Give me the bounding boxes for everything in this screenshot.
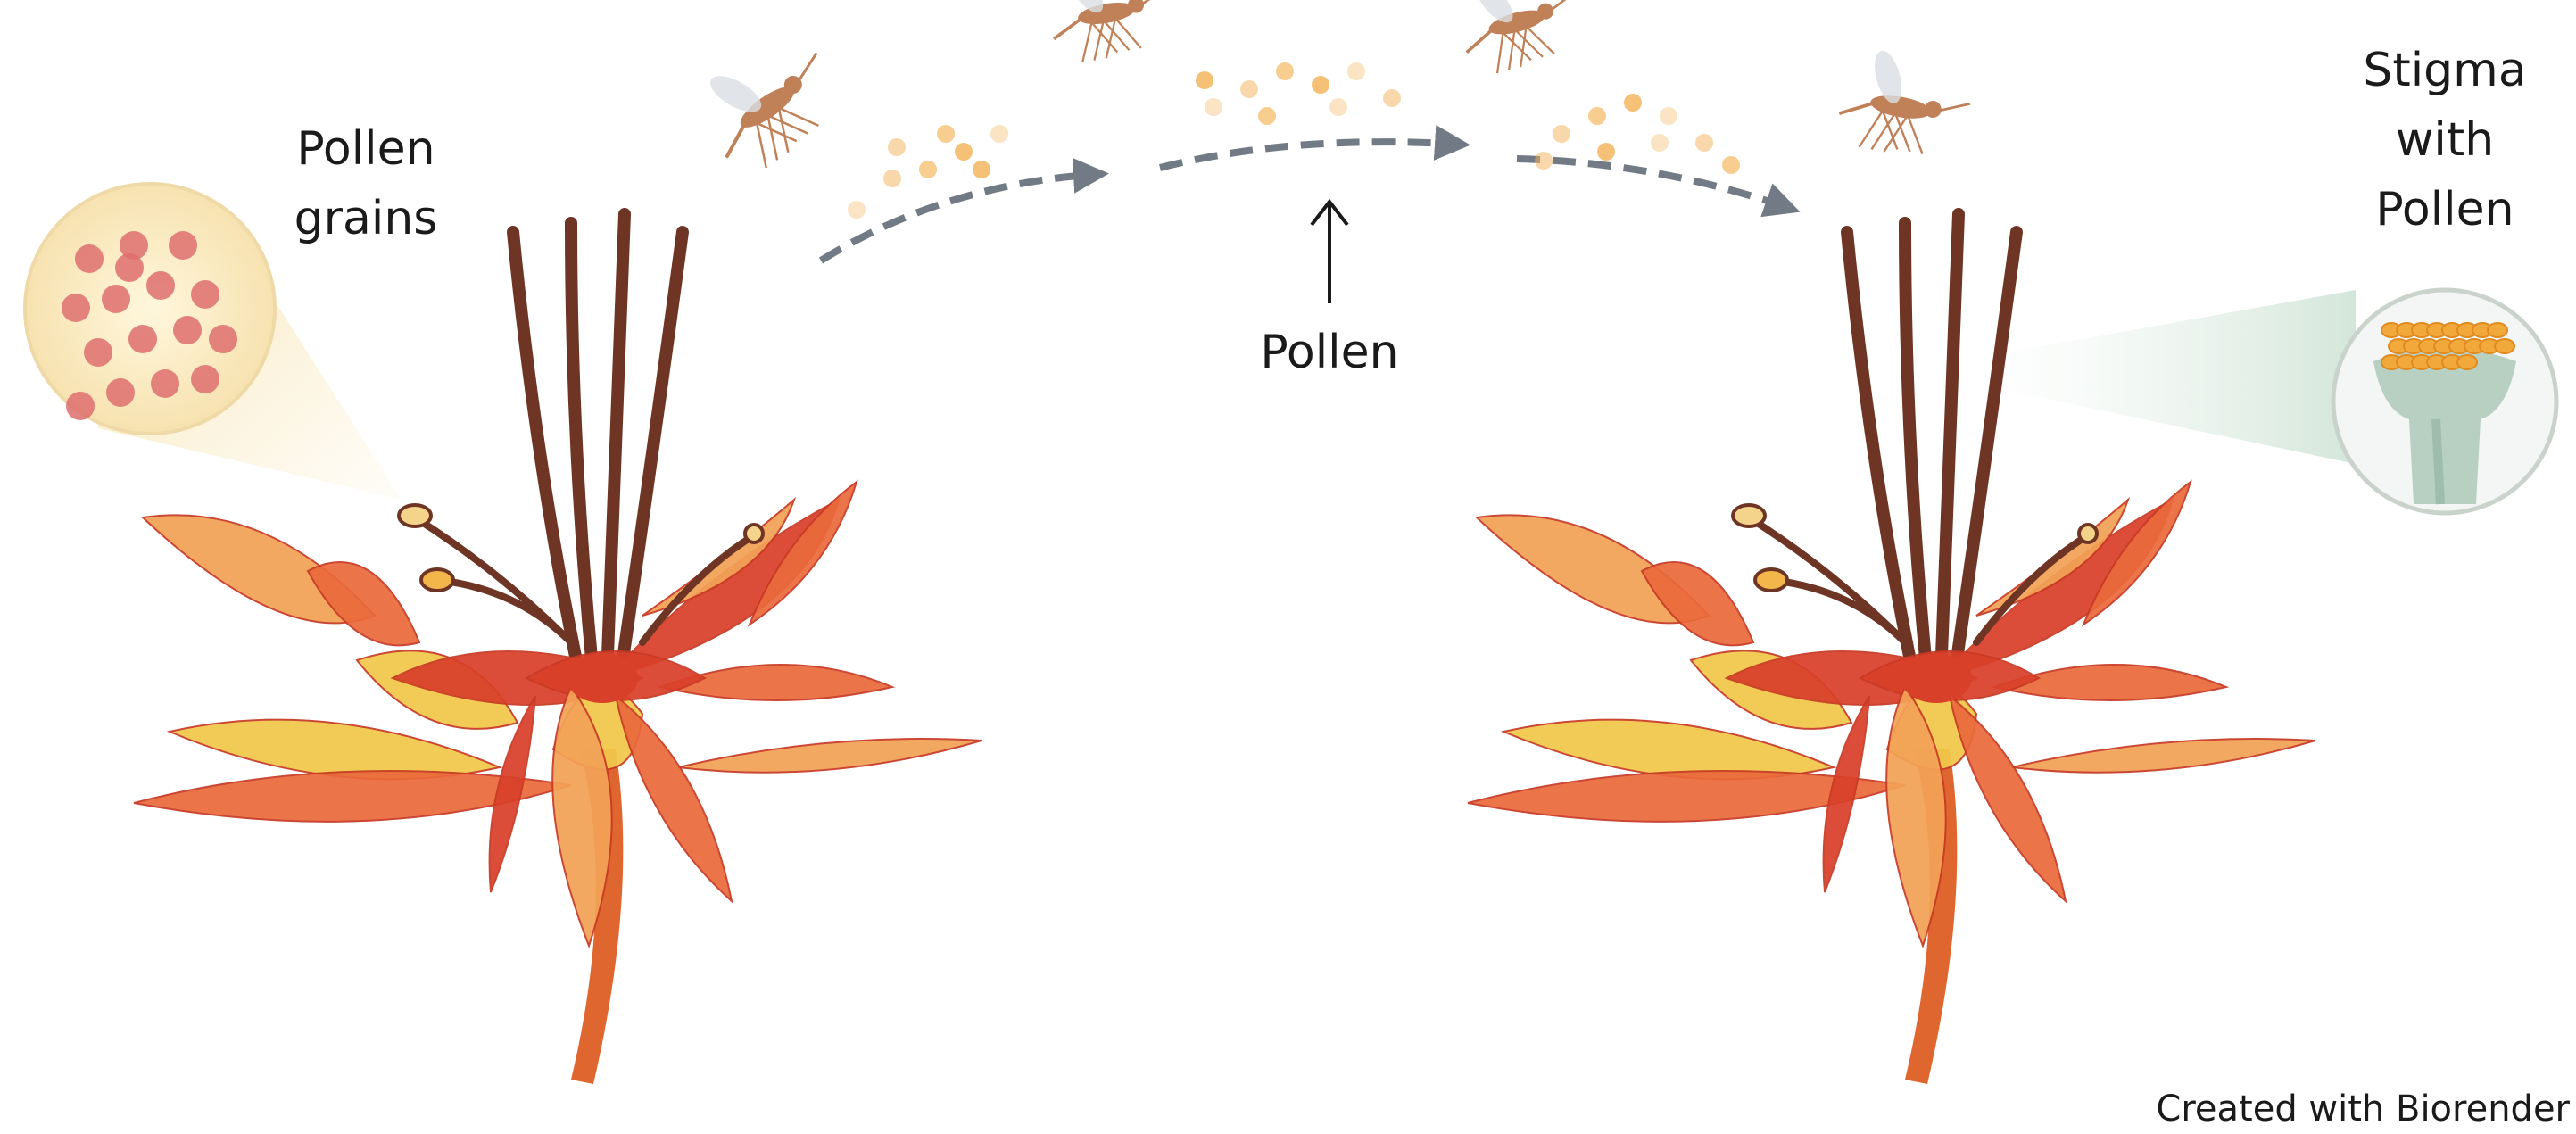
pollen-pointer-arrow (1312, 202, 1347, 303)
insects (682, 0, 1977, 183)
arrow-segment-1 (821, 174, 1102, 261)
airborne-pollen-dots (848, 62, 1740, 219)
pollen-grains-label: Pollen grains (268, 114, 464, 253)
pollen-label: Pollen (1231, 318, 1428, 387)
arrow-segment-3 (1517, 159, 1793, 210)
credit-text: Created with Biorender (2106, 1087, 2570, 1131)
arrow-segment-2 (1160, 142, 1463, 168)
stigma-with-pollen-label: Stigma with Pollen (2320, 36, 2570, 244)
stigma-callout-beam (2008, 290, 2356, 464)
stigma-callout (2008, 290, 2556, 513)
pollen-transfer-arrows (821, 62, 1793, 261)
